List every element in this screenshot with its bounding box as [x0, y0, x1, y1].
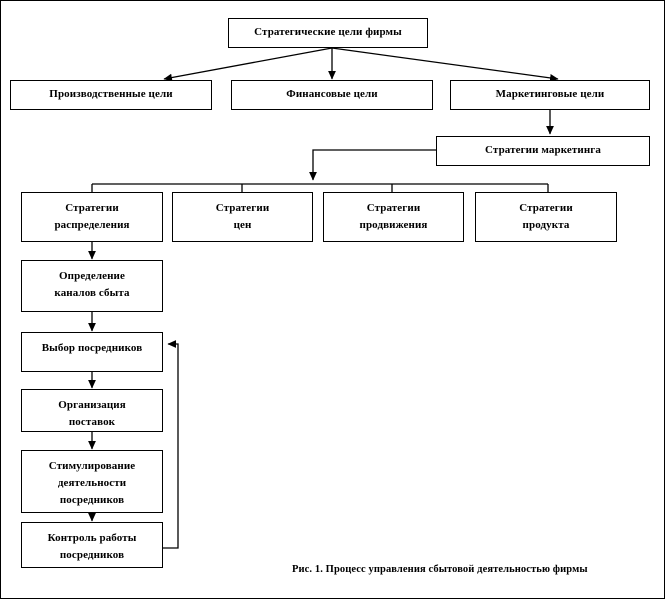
node-stimulate-activity-line1: Стимулирование — [48, 460, 136, 472]
node-product-strategy-line1: Стратегии — [519, 202, 573, 214]
node-organize-supply[interactable]: Организация поставок — [21, 389, 163, 432]
node-financial-goals-label: Финансовые цели — [286, 88, 378, 101]
connector-goals-to-production — [163, 47, 333, 82]
node-define-channels-line1: Определение — [59, 270, 125, 282]
node-distribution-strategy-line1: Стратегии — [65, 202, 119, 214]
node-price-strategy-line2: цен — [233, 219, 252, 232]
node-organize-supply-line2: поставок — [68, 416, 116, 429]
node-marketing-goals[interactable]: Маркетинговые цели — [450, 80, 650, 110]
node-production-goals[interactable]: Производственные цели — [10, 80, 212, 110]
node-strategic-goals-label: Стратегические цели фирмы — [254, 26, 402, 39]
node-marketing-strategies-label: Стратегии маркетинга — [485, 144, 601, 157]
node-choose-intermediaries-line1: Выбор посредников — [41, 342, 143, 354]
node-stimulate-activity-line3: посредников — [59, 494, 125, 507]
node-stimulate-activity-line2: деятельности — [57, 477, 127, 490]
node-price-strategy[interactable]: Стратегии цен — [172, 192, 313, 242]
node-define-channels-line2: каналов сбыта — [54, 287, 130, 300]
node-promotion-strategy[interactable]: Стратегии продвижения — [323, 192, 464, 242]
figure-caption: Рис. 1. Процесс управления сбытовой деят… — [292, 564, 588, 575]
node-promotion-strategy-line1: Стратегии — [366, 202, 421, 214]
node-distribution-strategy[interactable]: Стратегии распределения — [21, 192, 163, 242]
node-define-channels[interactable]: Определение каналов сбыта — [21, 260, 163, 312]
node-organize-supply-line1: Организация — [58, 399, 126, 411]
node-choose-intermediaries[interactable]: Выбор посредников — [21, 332, 163, 372]
connector-feedback-loop — [163, 340, 179, 549]
node-strategic-goals[interactable]: Стратегические цели фирмы — [228, 18, 428, 48]
connector-strategies-to-bus — [309, 149, 436, 181]
node-control-work[interactable]: Контроль работы посредников — [21, 522, 163, 568]
node-marketing-strategies[interactable]: Стратегии маркетинга — [436, 136, 650, 166]
node-promotion-strategy-line2: продвижения — [359, 219, 428, 232]
node-control-work-line1: Контроль работы — [47, 532, 137, 544]
node-price-strategy-line1: Стратегии — [215, 202, 270, 214]
node-product-strategy-line2: продукта — [522, 219, 570, 232]
node-distribution-strategy-line2: распределения — [54, 219, 130, 232]
node-stimulate-activity[interactable]: Стимулирование деятельности посредников — [21, 450, 163, 513]
node-marketing-goals-label: Маркетинговые цели — [495, 88, 605, 101]
node-control-work-line2: посредников — [59, 549, 125, 562]
node-production-goals-label: Производственные цели — [49, 88, 173, 101]
connector-goals-to-marketing — [331, 47, 559, 82]
node-product-strategy[interactable]: Стратегии продукта — [475, 192, 617, 242]
node-financial-goals[interactable]: Финансовые цели — [231, 80, 433, 110]
